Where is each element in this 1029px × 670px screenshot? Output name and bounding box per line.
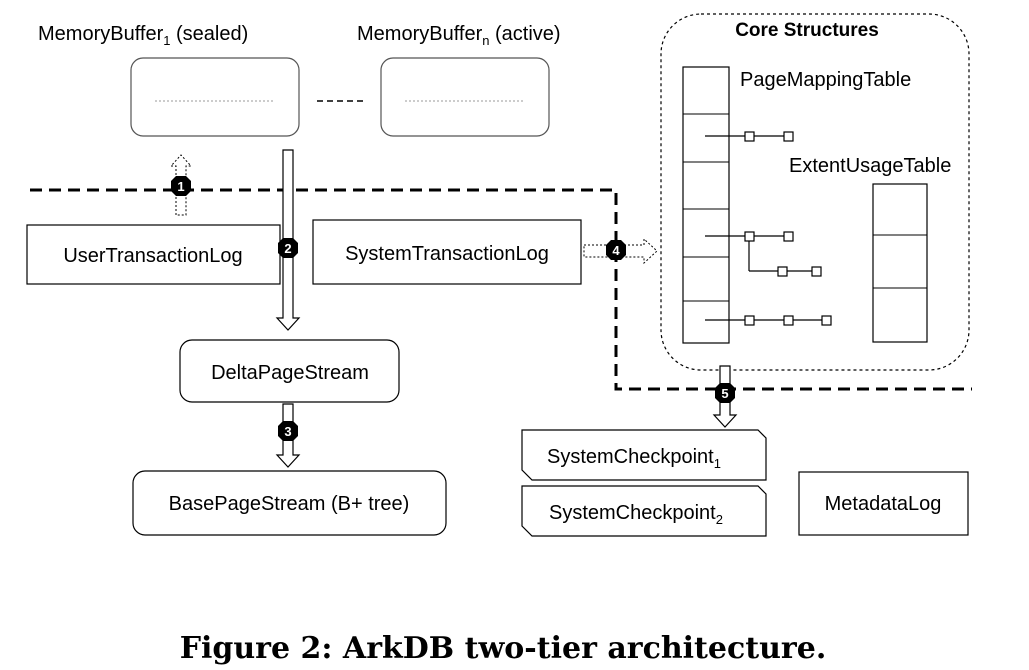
svg-text:4: 4 xyxy=(612,243,620,258)
user-transaction-log-label: UserTransactionLog xyxy=(63,245,242,267)
step-badge-1: 1 xyxy=(171,176,191,196)
user-transaction-log-box: UserTransactionLog xyxy=(26,224,281,285)
svg-text:2: 2 xyxy=(284,241,291,256)
tier-divider xyxy=(30,188,972,391)
core-structures-title: Core Structures xyxy=(735,20,879,41)
base-page-stream-label: BasePageStream (B+ tree) xyxy=(169,493,410,515)
system-transaction-log-label: SystemTransactionLog xyxy=(345,243,549,265)
extent-usage-table xyxy=(872,183,928,343)
system-checkpoint-2-label: SystemCheckpoint2 xyxy=(549,502,723,527)
page-chain-3 xyxy=(705,315,832,326)
core-structures-container xyxy=(660,13,970,371)
system-checkpoint-1-box: SystemCheckpoint1 xyxy=(521,429,767,481)
memory-buffer-sealed-box xyxy=(130,57,300,137)
base-page-stream-box: BasePageStream (B+ tree) xyxy=(132,470,447,536)
system-checkpoint-2-box: SystemCheckpoint2 xyxy=(521,485,767,537)
step-badge-4: 4 xyxy=(606,240,626,260)
svg-text:1: 1 xyxy=(177,179,184,194)
extent-usage-table-label: ExtentUsageTable xyxy=(789,155,951,177)
page-chain-1 xyxy=(705,131,794,142)
page-mapping-table xyxy=(682,66,730,344)
step-badge-2: 2 xyxy=(278,238,298,258)
system-checkpoint-1-label: SystemCheckpoint1 xyxy=(547,446,721,471)
figure-caption: Figure 2: ArkDB two-tier architecture. xyxy=(180,631,827,666)
step-badge-5: 5 xyxy=(715,383,735,403)
memory-buffer-active-box xyxy=(380,57,550,137)
metadata-log-label: MetadataLog xyxy=(825,493,942,515)
metadata-log-box: MetadataLog xyxy=(798,471,969,536)
step-badge-3: 3 xyxy=(278,421,298,441)
delta-page-stream-label: DeltaPageStream xyxy=(211,362,369,384)
svg-text:5: 5 xyxy=(721,386,728,401)
memory-buffer-active-label: MemoryBuffern (active) xyxy=(357,23,561,48)
page-mapping-table-label: PageMappingTable xyxy=(740,69,911,91)
page-chain-2 xyxy=(705,231,822,277)
delta-page-stream-box: DeltaPageStream xyxy=(179,339,400,403)
system-transaction-log-box: SystemTransactionLog xyxy=(312,219,582,285)
svg-text:3: 3 xyxy=(284,424,291,439)
memory-buffer-sealed-label: MemoryBuffer1 (sealed) xyxy=(38,23,248,48)
